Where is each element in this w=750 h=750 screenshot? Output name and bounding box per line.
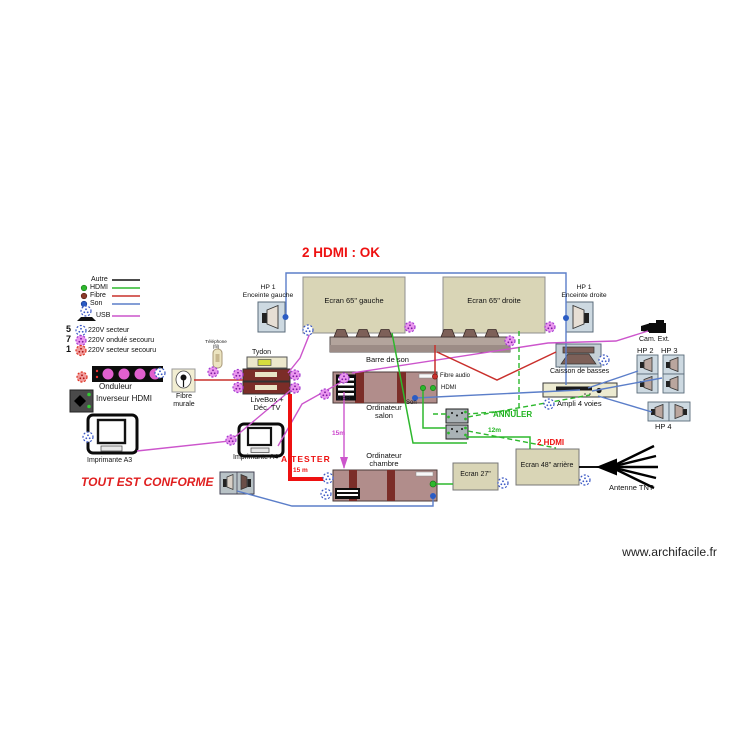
imprimante-a3-label: Imprimante A3: [87, 457, 133, 464]
hdmi-port-label: HDMI: [441, 385, 457, 391]
legend-count-secteur: 5: [66, 324, 72, 334]
conforme-note: TOUT EST CONFORME: [81, 475, 214, 489]
imprimante-a4-icon[interactable]: [237, 422, 285, 458]
len-15m-usb: 15m: [332, 430, 346, 437]
ordinateur-chambre-box[interactable]: [332, 469, 438, 502]
legend-label-secouru: 220V secteur secouru: [88, 347, 157, 354]
len-12m: 12m: [488, 427, 502, 434]
livebox-box[interactable]: [242, 368, 291, 395]
onduleur-strip[interactable]: [92, 366, 163, 382]
ecran-27-box[interactable]: [452, 462, 499, 491]
watermark: www.archifacile.fr: [622, 545, 717, 559]
tydon-label: Tydon: [252, 349, 272, 356]
hp4-speakers[interactable]: [647, 401, 691, 422]
legend-label-secteur: 220V secteur: [88, 327, 130, 334]
ecran-48-label: Ecran 48" arrière: [520, 462, 574, 469]
annuler-note: ANNULER: [493, 410, 533, 419]
onduleur-label: Onduleur: [99, 382, 132, 391]
ecran-65-gauche[interactable]: [302, 276, 406, 334]
antenne-tnt-icon[interactable]: [579, 444, 658, 490]
caisson-label: Caisson de basses: [550, 368, 610, 375]
fibre-murale-box[interactable]: [171, 368, 196, 393]
ecran-gauche-label: Ecran 65" gauche: [324, 296, 384, 305]
legend-220v-secteur-icon: [75, 324, 87, 337]
hp2-label: HP 2: [637, 346, 654, 355]
legend-label-autre: Autre: [91, 276, 108, 283]
cables-son: [236, 272, 663, 507]
hp1-droite-label: HP 1 Enceinte droite: [561, 284, 607, 299]
caisson-de-basses-box[interactable]: [555, 343, 602, 368]
legend-lines: [80, 279, 140, 317]
hp3-label: HP 3: [661, 346, 678, 355]
inverseur-hdmi-label: Inverseur HDMI: [96, 394, 153, 403]
inverseur-hdmi-box[interactable]: [69, 389, 94, 413]
legend-count-secouru: 1: [66, 344, 72, 354]
marker-220v-secouru: [76, 371, 88, 383]
antenne-tnt-label: Antenne TNT: [609, 483, 654, 492]
legend-label-ondule: 220V ondulé secouru: [88, 337, 155, 344]
deux-hdmi-note: 2 HDMI: [537, 438, 565, 447]
usb-arrow: [340, 457, 348, 469]
ecran-droite-label: Ecran 65" droite: [467, 296, 521, 305]
legend-count-ondule: 7: [66, 334, 72, 344]
son-port-label: Son: [406, 400, 417, 406]
legend-label-usb: USB: [96, 312, 111, 319]
ampli-label: Ampli 4 voies: [557, 399, 602, 408]
cables-hdmi-annule: [430, 331, 591, 449]
cables-hdmi: [391, 332, 531, 485]
legend-220v-ondule-icon: [75, 334, 87, 347]
cam-ext-label: Cam. Ext.: [639, 336, 670, 343]
hp3-speakers[interactable]: [662, 354, 685, 394]
telephone-icon[interactable]: [212, 348, 223, 369]
ordinateur-chambre-label: Ordinateur chambre: [366, 451, 402, 469]
hp2-speakers[interactable]: [636, 354, 659, 394]
ecran-27-label: Ecran 27": [460, 471, 491, 478]
ecran-48-box[interactable]: [515, 448, 580, 486]
ordinateur-salon-label: Ordinateur salon: [366, 403, 402, 421]
barre-de-son-label: Barre de son: [366, 355, 409, 364]
legend-label-hdmi: HDMI: [90, 284, 108, 291]
hp1-droite-speaker[interactable]: [565, 301, 594, 333]
a-tester-note: A TESTER: [281, 454, 331, 464]
cables-fibre: [194, 345, 557, 381]
hp4-label: HP 4: [655, 422, 672, 431]
fibre-audio-label: Fibre audio: [440, 373, 471, 379]
fibre-murale-label: Fibre murale: [173, 393, 195, 408]
usb-hub-label: USB: [337, 395, 351, 402]
usb-legend-icon: [77, 305, 96, 321]
hp1-gauche-label: HP 1 Enceinte gauche: [242, 284, 294, 299]
telephone-label: Téléphone (fil): [205, 339, 227, 350]
page-title: 2 HDMI : OK: [302, 245, 381, 260]
camera-icon[interactable]: [641, 320, 666, 333]
tydon-box[interactable]: [246, 356, 288, 369]
legend-label-fibre: Fibre: [90, 292, 106, 299]
connector-dots: [282, 314, 569, 499]
imprimante-a3-icon[interactable]: [86, 413, 139, 455]
livebox-label: LiveBox + Déc. TV: [250, 395, 284, 413]
imprimante-a4-label: Imprimante A4: [233, 454, 279, 461]
ecran-65-droite[interactable]: [442, 276, 546, 334]
cable-a-tester: [288, 394, 328, 481]
hp1-gauche-speaker[interactable]: [257, 301, 286, 333]
chambre-speakers-box[interactable]: [219, 471, 255, 495]
len-15m-red: 15 m: [293, 467, 308, 474]
legend-label-son: Son: [90, 300, 103, 307]
legend-220v-secouru-icon: [75, 344, 87, 357]
hdmi-switch-boxes[interactable]: [445, 408, 469, 440]
